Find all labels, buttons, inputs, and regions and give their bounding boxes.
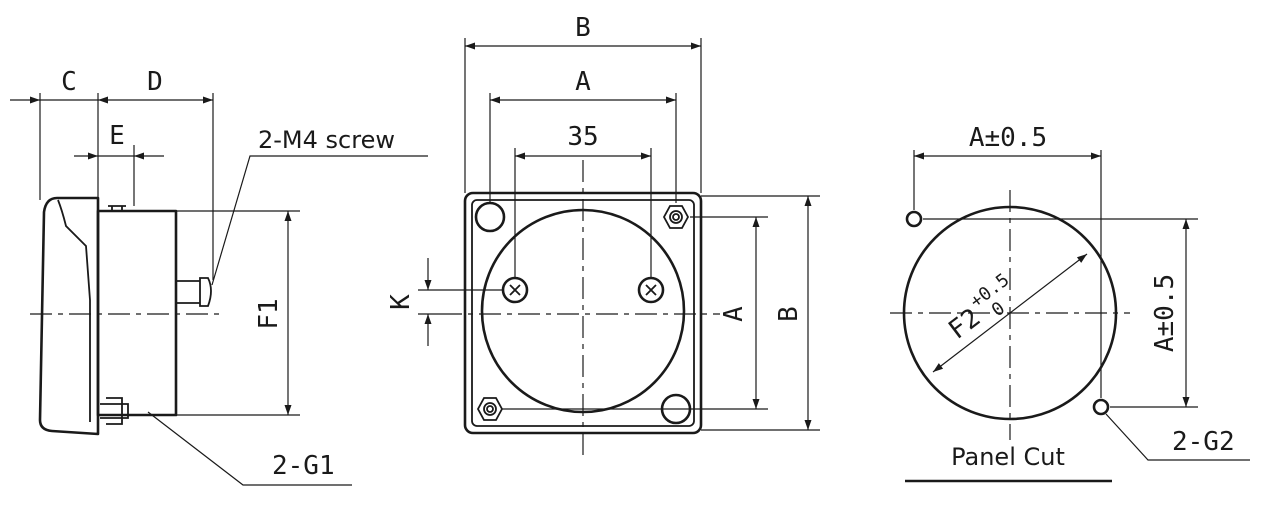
side-view-bezel-inner [57, 199, 91, 422]
panel-cut-title: Panel Cut [951, 443, 1065, 471]
label-e: E [109, 121, 125, 151]
front-view-screw-right [637, 276, 665, 304]
label-cut-f2-zero: 0 [988, 298, 1009, 321]
front-view-nut-top-right [662, 205, 690, 229]
label-a-right: A [719, 306, 749, 322]
label-b-top: B [575, 13, 591, 43]
front-view: B A 35 K A B [386, 13, 820, 455]
side-view-bezel [38, 196, 100, 436]
dim-cut-f2-diameter [932, 253, 1088, 373]
label-g2: 2-G2 [1172, 427, 1235, 457]
front-view-nut-bottom-left [476, 397, 504, 421]
label-k: K [386, 294, 416, 310]
g2-leader [1105, 413, 1250, 461]
panel-cut-hole-bottom-right [1092, 398, 1110, 416]
screw-leader [211, 155, 428, 286]
side-view-screw-stud [176, 277, 212, 307]
label-c: C [61, 67, 77, 97]
label-a-top: A [575, 67, 591, 97]
label-cut-f2-group: F2 +0.5 0 [943, 269, 1013, 345]
label-f1: F1 [254, 298, 284, 329]
side-view: C D E 2-M4 screw 2-G1 F1 [10, 67, 428, 486]
panel-cut-view: A±0.5 A±0.5 F2 +0.5 0 2-G2 Panel Cut [890, 123, 1250, 483]
label-cut-a-right: A±0.5 [1150, 274, 1180, 352]
side-view-terminal-bottom [100, 397, 129, 425]
label-d: D [147, 67, 163, 97]
label-cut-a-top: A±0.5 [969, 123, 1047, 153]
side-view-case [96, 209, 178, 417]
label-g1: 2-G1 [272, 451, 335, 481]
label-35: 35 [567, 122, 598, 152]
front-view-hole-top-left [474, 201, 506, 233]
front-view-screw-left [501, 276, 529, 304]
label-b-right: B [774, 306, 804, 322]
front-view-inner-frame [471, 199, 695, 427]
side-view-terminal-top [108, 205, 126, 211]
g1-leader [147, 411, 352, 486]
panel-cut-hole-top-left [905, 210, 923, 228]
label-screw: 2-M4 screw [258, 126, 395, 154]
